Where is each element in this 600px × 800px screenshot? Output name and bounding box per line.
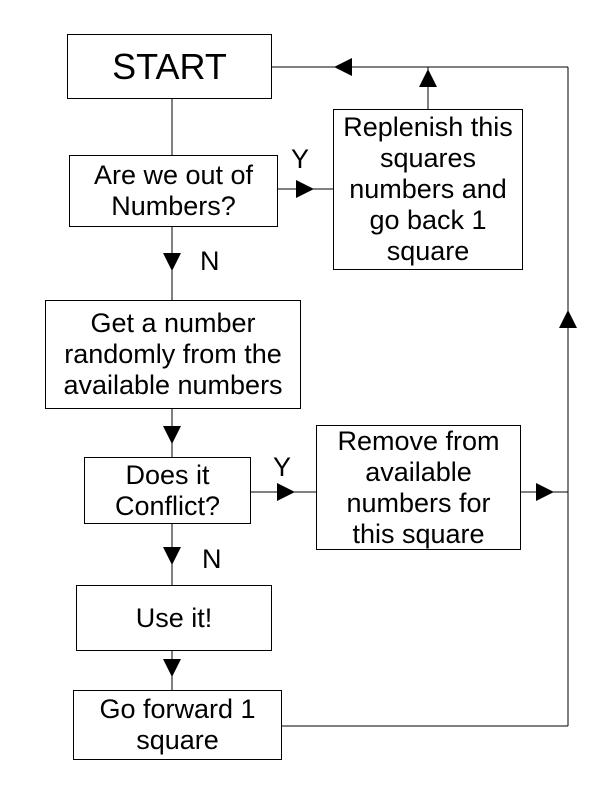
no-label-conflict: N [202,544,222,574]
conflict-box: Does it Conflict? [84,457,251,524]
replenish-label: Replenish this squares numbers and go ba… [343,112,513,266]
start-label: START [112,45,227,87]
arrowhead-left-start [334,58,352,76]
arrowhead-down-to-conflict [163,426,181,444]
use-it-label: Use it! [135,602,213,633]
arrowhead-right-remove [536,483,554,501]
yes-label-out-of-numbers: Y [291,144,310,174]
arrowhead-right-y2 [277,483,295,501]
arrowhead-down-n2 [163,547,181,565]
yes-label-conflict: Y [273,452,292,482]
start-box: START [67,34,272,99]
replenish-box: Replenish this squares numbers and go ba… [333,109,523,270]
arrowhead-up-right-line [559,310,577,328]
go-forward-box: Go forward 1 square [73,690,282,760]
arrowhead-right-y1 [296,180,314,198]
no-label-out-of-numbers: N [200,246,220,276]
remove-box: Remove from available numbers for this s… [316,425,521,550]
get-number-label: Get a number randomly from the available… [63,308,283,400]
out-of-numbers-box: Are we out of Numbers? [69,155,278,227]
get-number-box: Get a number randomly from the available… [45,300,301,409]
out-of-numbers-label: Are we out of Numbers? [93,160,254,221]
arrowhead-down-to-forward [163,659,181,677]
use-it-box: Use it! [76,585,272,651]
go-forward-label: Go forward 1 square [99,694,256,755]
remove-label: Remove from available numbers for this s… [337,425,500,549]
conflict-label: Does it Conflict? [114,459,221,521]
arrowhead-down-n1 [163,253,181,271]
arrowhead-up-replenish [419,69,437,87]
